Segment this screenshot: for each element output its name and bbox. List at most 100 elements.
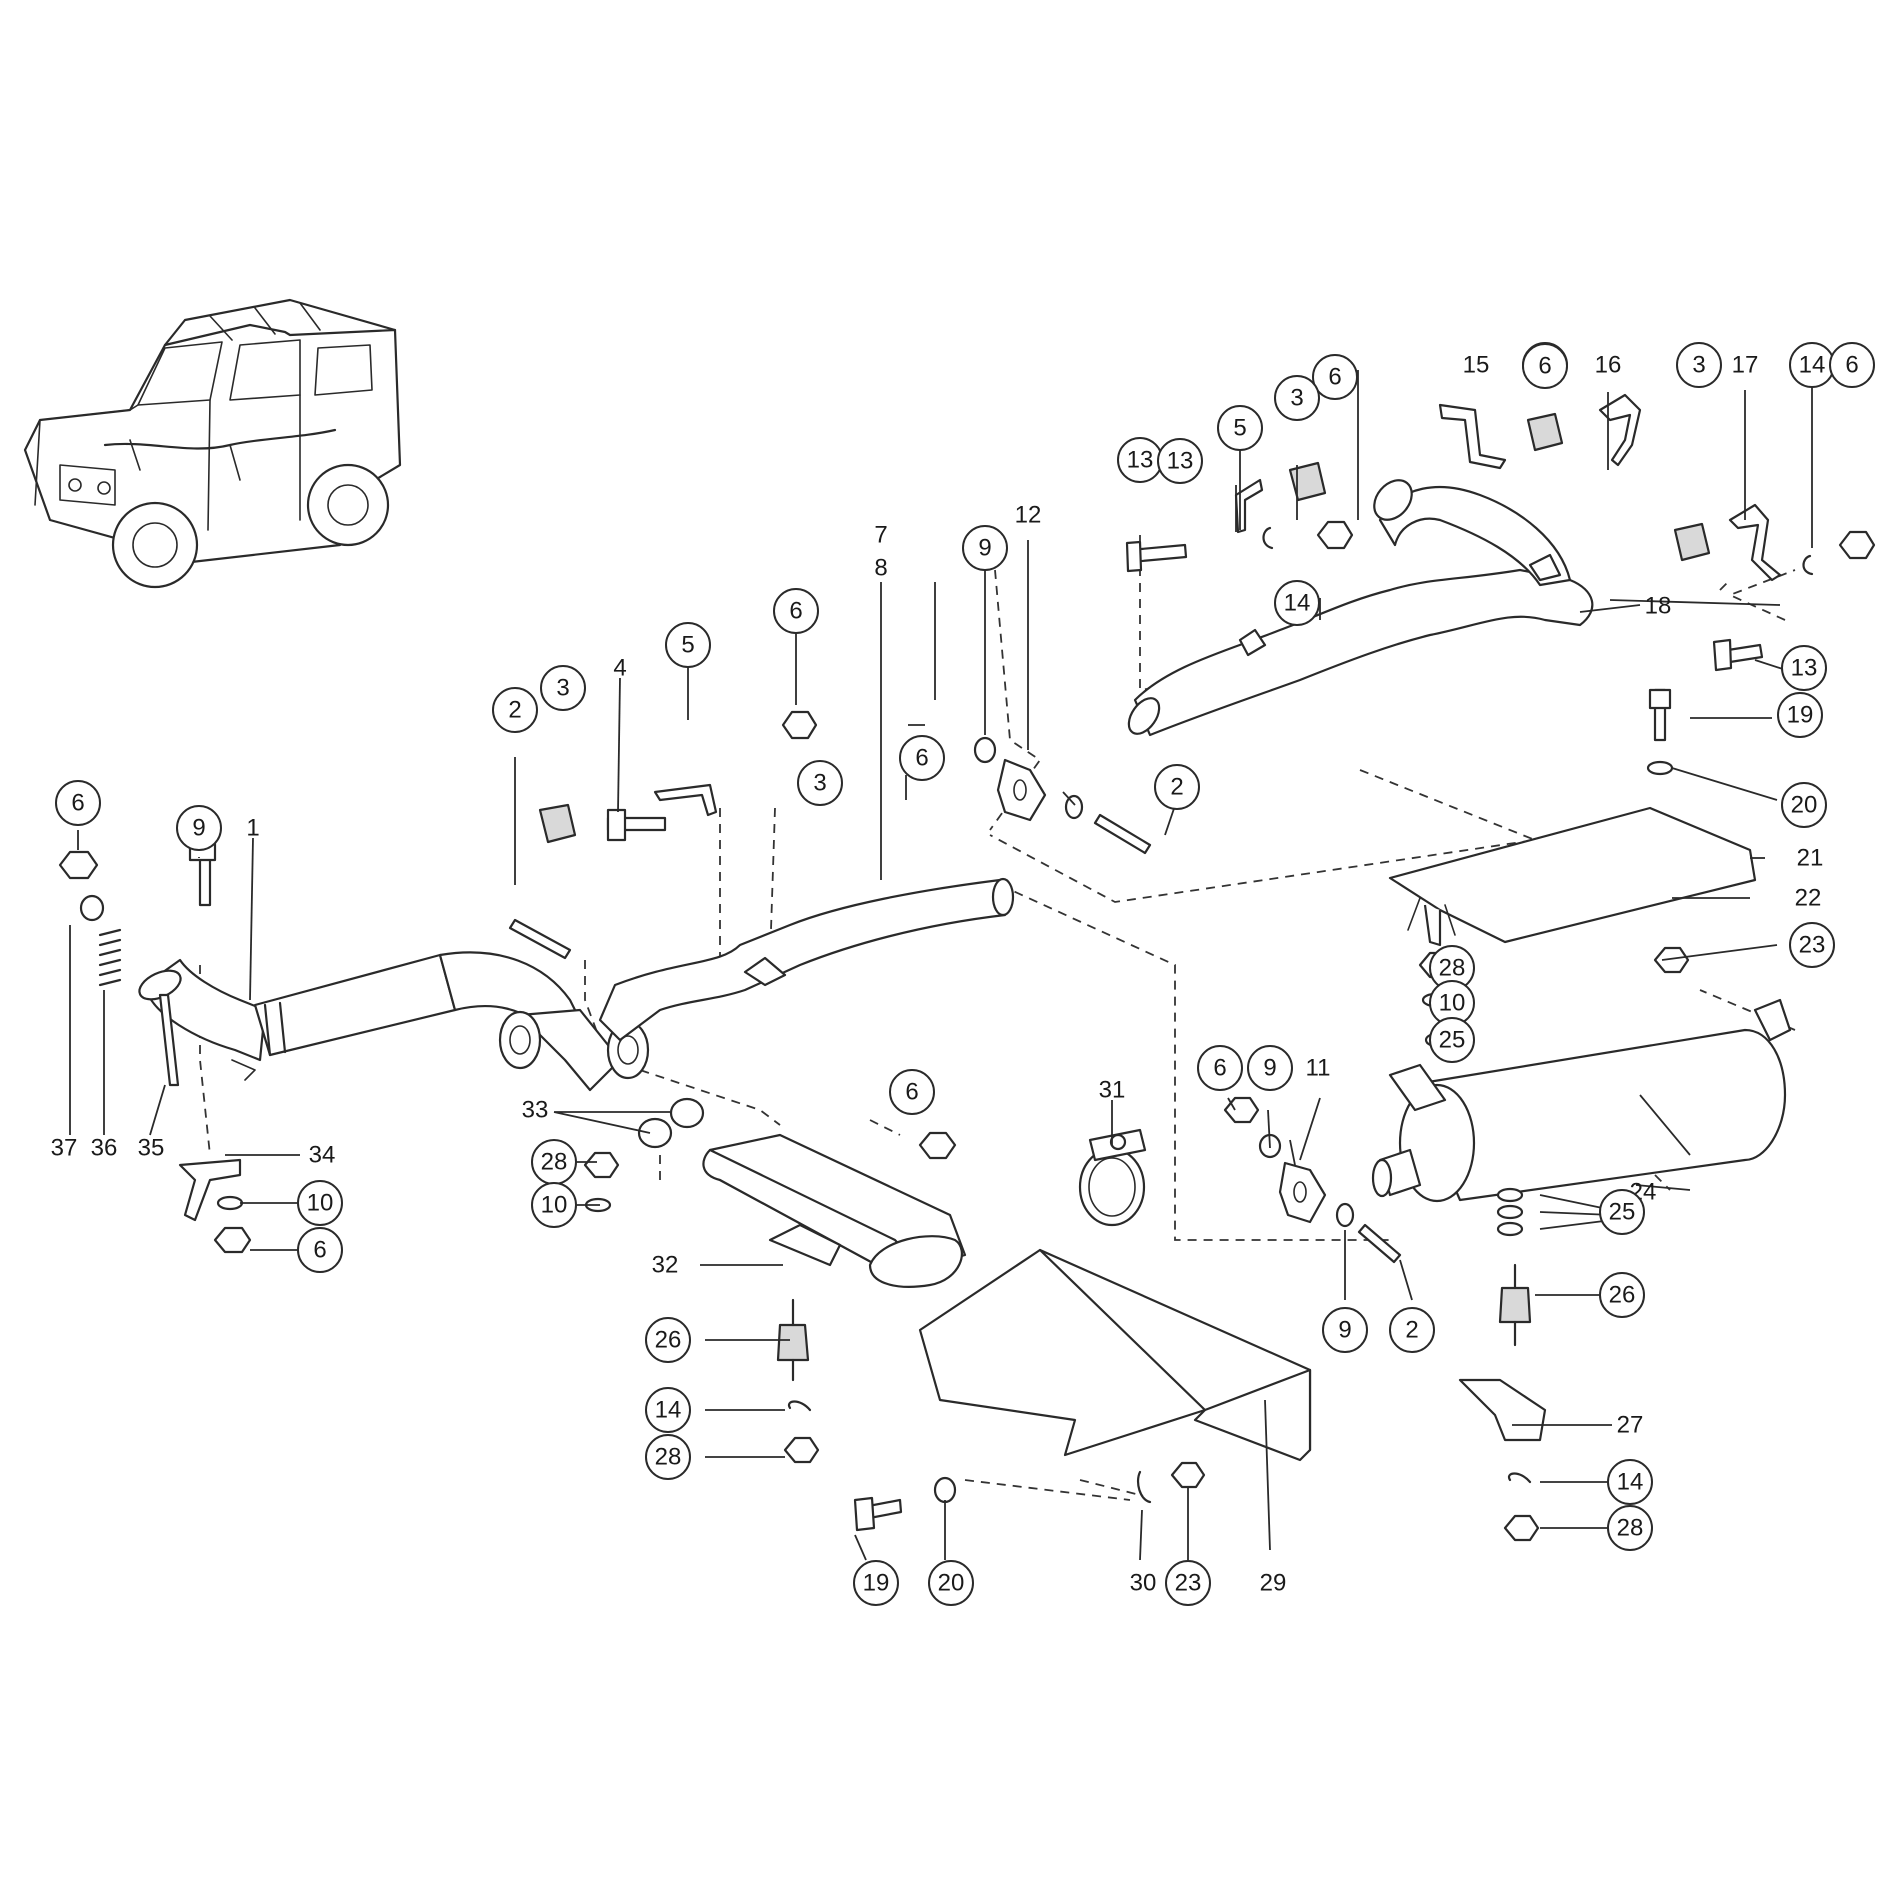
callout-31: 31 xyxy=(1099,1077,1126,1104)
callout-ring xyxy=(1777,692,1823,738)
callout-number: 2 xyxy=(1170,774,1183,801)
callout-number: 6 xyxy=(1538,353,1551,380)
callout-33: 33 xyxy=(522,1097,549,1124)
callout-ring xyxy=(1829,342,1875,388)
callout-18: 18 xyxy=(1645,593,1672,620)
callout-number: 31 xyxy=(1099,1077,1126,1104)
callout-number: 15 xyxy=(1463,352,1490,379)
callout-ring xyxy=(1389,1307,1435,1353)
callout-11: 11 xyxy=(1306,1055,1331,1082)
callout-10: 10 xyxy=(531,1182,577,1228)
callout-9: 9 xyxy=(1322,1307,1368,1353)
callout-number: 2 xyxy=(1405,1317,1418,1344)
callout-14: 14 xyxy=(1607,1459,1653,1505)
callout-ring xyxy=(297,1227,343,1273)
callout-3: 3 xyxy=(797,760,843,806)
callout-ring xyxy=(55,780,101,826)
callout-ring xyxy=(853,1560,899,1606)
callout-26: 26 xyxy=(645,1317,691,1363)
callout-10: 10 xyxy=(297,1180,343,1226)
callout-number: 14 xyxy=(1617,1469,1644,1496)
callout-ring xyxy=(297,1180,343,1226)
callout-number: 12 xyxy=(1015,502,1042,529)
callout-number: 1 xyxy=(246,815,259,842)
callout-ring xyxy=(1781,645,1827,691)
callout-number: 19 xyxy=(1787,702,1814,729)
callout-number: 11 xyxy=(1306,1055,1331,1082)
callout-ring xyxy=(899,735,945,781)
callout-1: 1 xyxy=(246,815,259,842)
callout-23: 23 xyxy=(1165,1560,1211,1606)
callout-25: 25 xyxy=(1429,1017,1475,1063)
callout-6: 6 xyxy=(1522,343,1568,389)
callout-ring xyxy=(1322,1307,1368,1353)
intermediate-pipe-7-8 xyxy=(598,877,1015,1042)
callout-9: 9 xyxy=(176,805,222,851)
heat-shield-29 xyxy=(918,1248,1312,1462)
callout-28: 28 xyxy=(1607,1505,1653,1551)
callout-12: 12 xyxy=(1015,502,1042,529)
callout-number: 20 xyxy=(938,1570,965,1597)
callout-14: 14 xyxy=(1274,580,1320,626)
callout-number: 6 xyxy=(1845,352,1858,379)
callout-ring xyxy=(1781,782,1827,828)
front-pipe-1 xyxy=(138,951,650,1092)
callout-14: 14 xyxy=(645,1387,691,1433)
callout-number: 26 xyxy=(1609,1282,1636,1309)
callout-number: 7 xyxy=(874,522,887,549)
callout-ring xyxy=(176,805,222,851)
callout-2: 2 xyxy=(492,687,538,733)
callout-ring xyxy=(1599,1272,1645,1318)
callout-ring xyxy=(1789,922,1835,968)
callout-number: 37 xyxy=(51,1135,78,1162)
callout-ring xyxy=(1676,342,1722,388)
callout-number: 5 xyxy=(681,632,694,659)
callout-number: 3 xyxy=(556,675,569,702)
callout-ring xyxy=(1522,343,1568,389)
callouts: 1234567891213146531815316317146131920212… xyxy=(51,342,1875,1606)
callout-14: 14 xyxy=(1789,342,1835,388)
callout-34: 34 xyxy=(309,1142,336,1169)
hardware-pieces xyxy=(58,393,1876,1542)
callout-21: 21 xyxy=(1797,845,1824,872)
callout-number: 6 xyxy=(71,790,84,817)
callout-15: 15 xyxy=(1463,352,1490,379)
callout-number: 16 xyxy=(1595,352,1622,379)
vehicle-thumbnail xyxy=(23,298,402,589)
callout-ring xyxy=(540,665,586,711)
callout-13: 13 xyxy=(1157,438,1203,484)
callout-6: 6 xyxy=(297,1227,343,1273)
callout-number: 28 xyxy=(1439,955,1466,982)
callout-number: 18 xyxy=(1645,593,1672,620)
callout-ring xyxy=(797,760,843,806)
callout-10: 10 xyxy=(1429,980,1475,1026)
callout-number: 28 xyxy=(1617,1515,1644,1542)
callout-7: 7 xyxy=(874,522,887,549)
clamp-31 xyxy=(1078,1128,1147,1227)
callout-27: 27 xyxy=(1617,1412,1644,1439)
callout-ring xyxy=(645,1434,691,1480)
callout-20: 20 xyxy=(1781,782,1827,828)
callout-number: 13 xyxy=(1167,448,1194,475)
callout-number: 20 xyxy=(1791,792,1818,819)
callout-6: 6 xyxy=(55,780,101,826)
rear-pipe-18 xyxy=(1127,479,1594,737)
callout-ring xyxy=(1607,1505,1653,1551)
callout-number: 6 xyxy=(915,745,928,772)
callout-number: 4 xyxy=(613,655,626,682)
callout-ring xyxy=(928,1560,974,1606)
callout-number: 6 xyxy=(1328,364,1341,391)
callout-ring xyxy=(962,525,1008,571)
front-muffler-32 xyxy=(702,1133,967,1288)
callout-6: 6 xyxy=(1829,342,1875,388)
callout-ring xyxy=(1599,1189,1645,1235)
callout-ring xyxy=(1274,580,1320,626)
callout-number: 25 xyxy=(1439,1027,1466,1054)
callout-number: 19 xyxy=(863,1570,890,1597)
callout-ring xyxy=(1312,354,1358,400)
callout-number: 3 xyxy=(813,770,826,797)
callout-16: 16 xyxy=(1595,352,1622,379)
callout-4: 4 xyxy=(613,655,626,682)
callout-ring xyxy=(665,622,711,668)
